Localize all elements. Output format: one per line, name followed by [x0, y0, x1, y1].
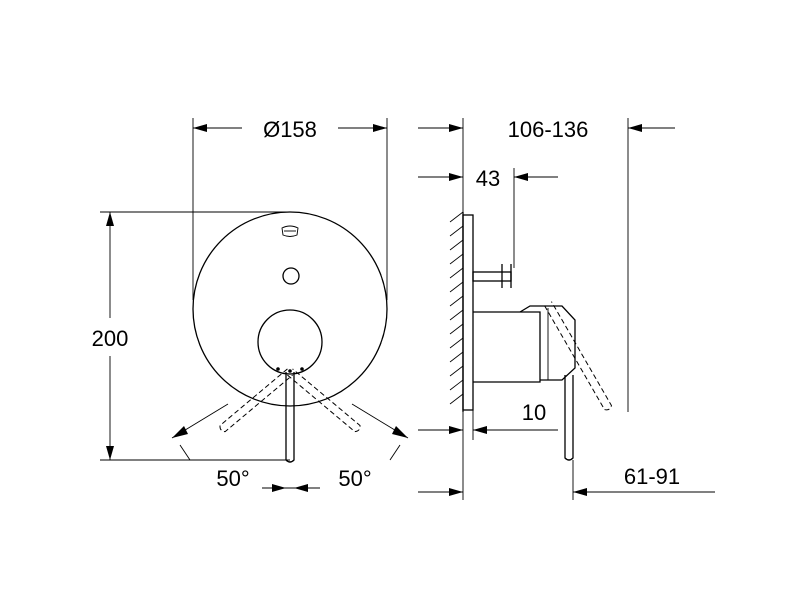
depth-label: 106-136	[508, 117, 589, 142]
spindle-dimension: 43	[418, 166, 558, 268]
spindle-label: 43	[476, 166, 500, 191]
height-label: 200	[92, 326, 129, 351]
offset-label: 10	[522, 400, 546, 425]
cartridge-body	[473, 311, 541, 383]
angle-right-label: 50°	[338, 466, 371, 491]
wall-hatch	[449, 211, 464, 405]
diverter-spindle	[472, 271, 512, 282]
lever-profile	[564, 375, 574, 461]
angle-left-label: 50°	[216, 466, 249, 491]
front-view	[171, 211, 409, 463]
lever-raised-ghost	[544, 301, 613, 411]
diameter-label: Ø158	[263, 117, 317, 142]
height-dimension: 200	[92, 211, 290, 461]
depth-dimension: 106-136	[418, 117, 675, 412]
handle-dimension: 61-91	[418, 412, 715, 500]
brand-logo-icon	[281, 225, 299, 237]
diameter-dimension: Ø158	[192, 117, 388, 300]
angle-dimensions: 50° 50°	[216, 466, 372, 492]
handle-range-label: 61-91	[624, 464, 680, 489]
plate-profile	[462, 214, 474, 411]
mixer-lever	[285, 372, 295, 463]
handle-hub	[257, 309, 323, 375]
lever-right-rotation	[287, 368, 361, 433]
lever-left-rotation	[219, 368, 293, 433]
offset-dimension: 10	[418, 400, 558, 440]
diverter-knob	[282, 267, 300, 285]
side-view	[449, 211, 613, 461]
